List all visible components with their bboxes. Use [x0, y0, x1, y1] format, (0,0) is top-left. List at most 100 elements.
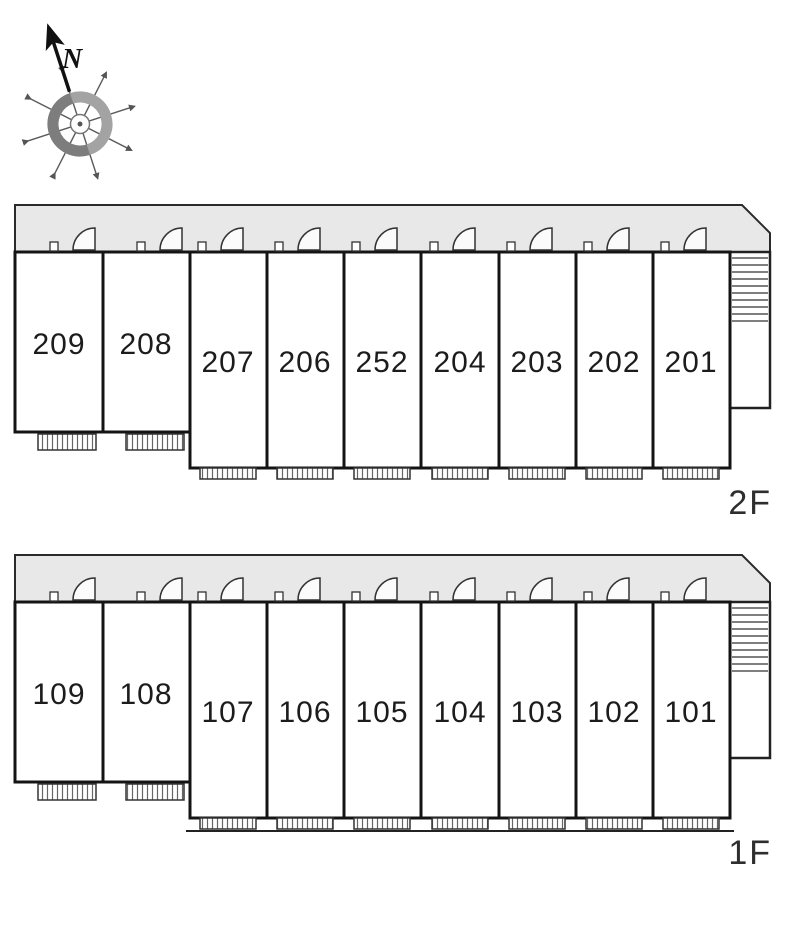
door-step — [136, 591, 146, 602]
door-arc — [72, 227, 96, 251]
door-arc — [606, 577, 630, 601]
room-103 — [497, 600, 578, 820]
compass-hub-dot — [77, 121, 83, 127]
door-arc — [529, 577, 553, 601]
window — [508, 817, 566, 830]
room-label: 101 — [664, 696, 717, 729]
door-arc — [606, 227, 630, 251]
room-108 — [101, 600, 192, 784]
door-arc — [529, 227, 553, 251]
stairs-1f — [728, 600, 772, 760]
door-step — [660, 591, 670, 602]
room-label: 201 — [664, 346, 717, 379]
door-step — [197, 241, 207, 252]
room-label: 208 — [119, 328, 172, 361]
balcony — [125, 433, 185, 451]
door-arc — [452, 227, 476, 251]
room-label: 209 — [32, 328, 85, 361]
door-step — [506, 591, 516, 602]
stairs-steps-icon — [732, 257, 768, 322]
door-arc — [452, 577, 476, 601]
stairs-steps-icon — [732, 607, 768, 672]
room-209 — [13, 250, 105, 434]
window — [276, 817, 334, 830]
room-label: 252 — [355, 346, 408, 379]
window — [585, 467, 643, 480]
window — [276, 467, 334, 480]
room-203 — [497, 250, 578, 470]
door-step — [274, 591, 284, 602]
room-label: 204 — [433, 346, 486, 379]
door-arc — [159, 227, 183, 251]
stairs-2f — [728, 250, 772, 410]
room-label: 207 — [201, 346, 254, 379]
balcony — [125, 783, 185, 801]
door-step — [351, 591, 361, 602]
door-arc — [683, 227, 707, 251]
door-step — [429, 591, 439, 602]
room-102 — [574, 600, 655, 820]
door-arc — [297, 577, 321, 601]
room-label: 107 — [201, 696, 254, 729]
door-arc — [374, 577, 398, 601]
compass-rose — [21, 23, 136, 180]
compass: N — [21, 23, 136, 180]
compass-ring-shade — [47, 93, 91, 157]
door-step — [583, 241, 593, 252]
room-201 — [651, 250, 732, 470]
north-label: N — [61, 44, 84, 75]
door-arc — [220, 227, 244, 251]
door-step — [351, 241, 361, 252]
door-step — [660, 241, 670, 252]
door-step — [136, 241, 146, 252]
floor-label-2f: 2F — [728, 484, 772, 522]
floor-1f: 109 108 107 106 105 104 103 102 101 1F — [13, 554, 772, 872]
floor-2f: 209 208 207 206 252 204 203 202 201 2F — [13, 204, 772, 522]
window — [585, 817, 643, 830]
door-step — [49, 591, 59, 602]
door-arc — [220, 577, 244, 601]
room-label: 103 — [510, 696, 563, 729]
room-252 — [342, 250, 423, 470]
window — [199, 817, 257, 830]
room-208 — [101, 250, 192, 434]
room-101 — [651, 600, 732, 820]
window — [431, 467, 489, 480]
door-arc — [72, 577, 96, 601]
room-label: 102 — [587, 696, 640, 729]
room-105 — [342, 600, 423, 820]
room-109 — [13, 600, 105, 784]
door-step — [197, 591, 207, 602]
room-label: 104 — [433, 696, 486, 729]
window — [353, 817, 411, 830]
window — [353, 467, 411, 480]
window — [431, 817, 489, 830]
floor-label-1f: 1F — [728, 834, 772, 872]
door-step — [429, 241, 439, 252]
room-label: 105 — [355, 696, 408, 729]
door-arc — [374, 227, 398, 251]
door-step — [274, 241, 284, 252]
room-label: 108 — [119, 678, 172, 711]
balcony — [37, 783, 97, 801]
room-label: 206 — [278, 346, 331, 379]
room-label: 203 — [510, 346, 563, 379]
room-label: 202 — [587, 346, 640, 379]
north-arrow-shaft — [51, 41, 72, 93]
window — [662, 817, 720, 830]
room-label: 109 — [32, 678, 85, 711]
door-step — [583, 591, 593, 602]
window — [199, 467, 257, 480]
window — [662, 467, 720, 480]
door-arc — [683, 577, 707, 601]
door-arc — [159, 577, 183, 601]
door-arc — [297, 227, 321, 251]
window — [508, 467, 566, 480]
room-204 — [419, 250, 501, 470]
balcony — [37, 433, 97, 451]
door-step — [49, 241, 59, 252]
north-arrow-head — [45, 23, 65, 52]
door-step — [506, 241, 516, 252]
